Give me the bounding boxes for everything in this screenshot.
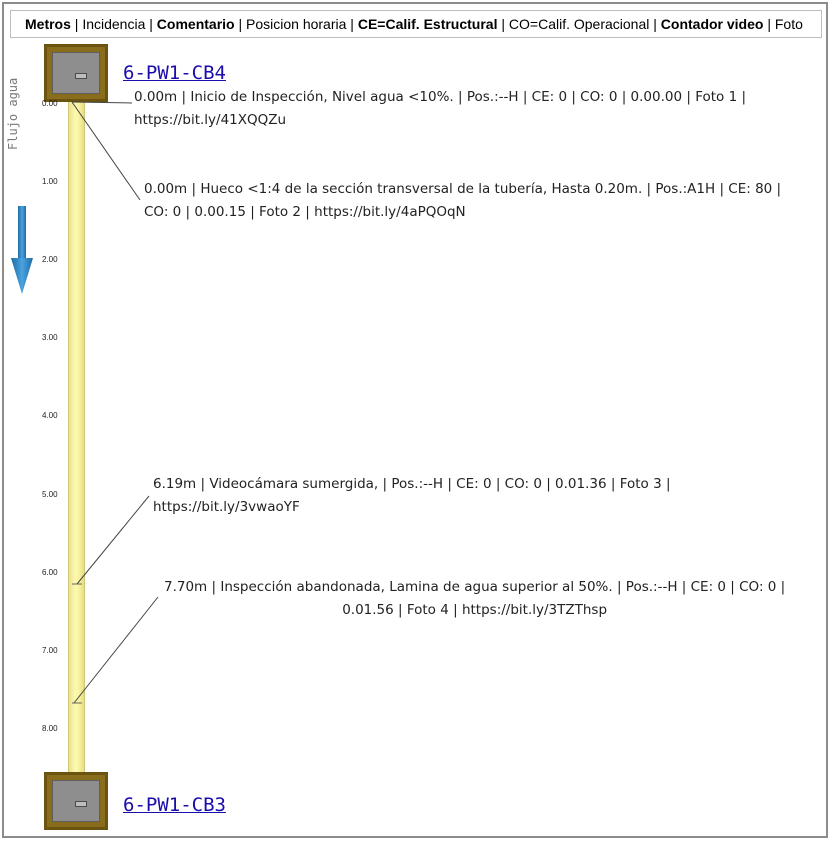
legend-sep: | — [350, 16, 354, 32]
legend-comentario: Comentario — [156, 16, 235, 32]
event-4: 7.70m | Inspección abandonada, Lamina de… — [164, 576, 785, 622]
legend-sep: | — [149, 16, 153, 32]
axis-tick-label: 1.00 — [42, 177, 58, 187]
event-1: 0.00m | Inicio de Inspección, Nivel agua… — [134, 86, 746, 132]
legend-ce: CE=Calif. Estructural — [357, 16, 498, 32]
leader-line-4 — [73, 596, 159, 704]
legend-sep: | — [238, 16, 243, 32]
leader-line-1 — [71, 101, 133, 104]
legend-sep: | — [501, 16, 506, 32]
event-1-line2[interactable]: https://bit.ly/41XQQZu — [134, 112, 287, 128]
legend-contador: Contador video — [660, 16, 764, 32]
axis-tick-label: 6.00 — [42, 567, 58, 577]
manhole-cover — [52, 52, 100, 94]
event-2-line2: CO: 0 | 0.00.15 | Foto 2 | https://bit.l… — [144, 204, 466, 220]
legend-sep: | — [767, 16, 771, 32]
legend-co: CO=Calif. Operacional — [508, 16, 650, 32]
event-4-line2[interactable]: 0.01.56 | Foto 4 | https://bit.ly/3TZThs… — [342, 602, 608, 618]
manhole-slot — [75, 801, 87, 807]
event-2-line1: 0.00m | Hueco <1:4 de la sección transve… — [144, 181, 782, 197]
down-arrow-icon — [11, 206, 33, 294]
event-1-line1: 0.00m | Inicio de Inspección, Nivel agua… — [134, 89, 747, 105]
manhole-end[interactable] — [44, 772, 108, 830]
pipe-segment — [68, 102, 85, 774]
event-3: 6.19m | Videocámara sumergida, | Pos.:--… — [153, 473, 671, 519]
legend-posicion: Posicion horaria — [246, 16, 347, 32]
leader-line-3 — [76, 495, 150, 585]
event-2: 0.00m | Hueco <1:4 de la sección transve… — [144, 178, 781, 224]
axis-tick-label: 0.00 — [42, 99, 58, 108]
legend-sep: | — [653, 16, 657, 32]
legend-header: Metros | Incidencia | Comentario | Posic… — [10, 10, 822, 38]
node-link-start[interactable]: 6-PW1-CB4 — [123, 62, 226, 84]
event-3-line1: 6.19m | Videocámara sumergida, | Pos.:--… — [153, 476, 671, 492]
legend-sep: | — [74, 16, 79, 32]
leader-line-2 — [71, 101, 141, 201]
legend-incidencia: Incidencia — [82, 16, 146, 32]
axis-tick-label: 2.00 — [42, 255, 58, 265]
manhole-slot — [75, 73, 87, 79]
axis-tick-label: 4.00 — [42, 411, 58, 421]
legend-metros: Metros — [25, 16, 71, 32]
event-3-line2[interactable]: https://bit.ly/3vwaoYF — [153, 499, 300, 515]
manhole-cover — [52, 780, 100, 822]
event-4-line1: 7.70m | Inspección abandonada, Lamina de… — [164, 579, 786, 595]
axis-tick-label: 7.00 — [42, 645, 58, 655]
node-link-end[interactable]: 6-PW1-CB3 — [123, 794, 226, 816]
axis-tick-label: 8.00 — [42, 723, 58, 733]
manhole-start[interactable] — [44, 44, 108, 102]
axis-tick-label: 5.00 — [42, 489, 58, 499]
axis-tick-label: 3.00 — [42, 333, 58, 343]
legend-foto: Foto — [774, 16, 803, 32]
